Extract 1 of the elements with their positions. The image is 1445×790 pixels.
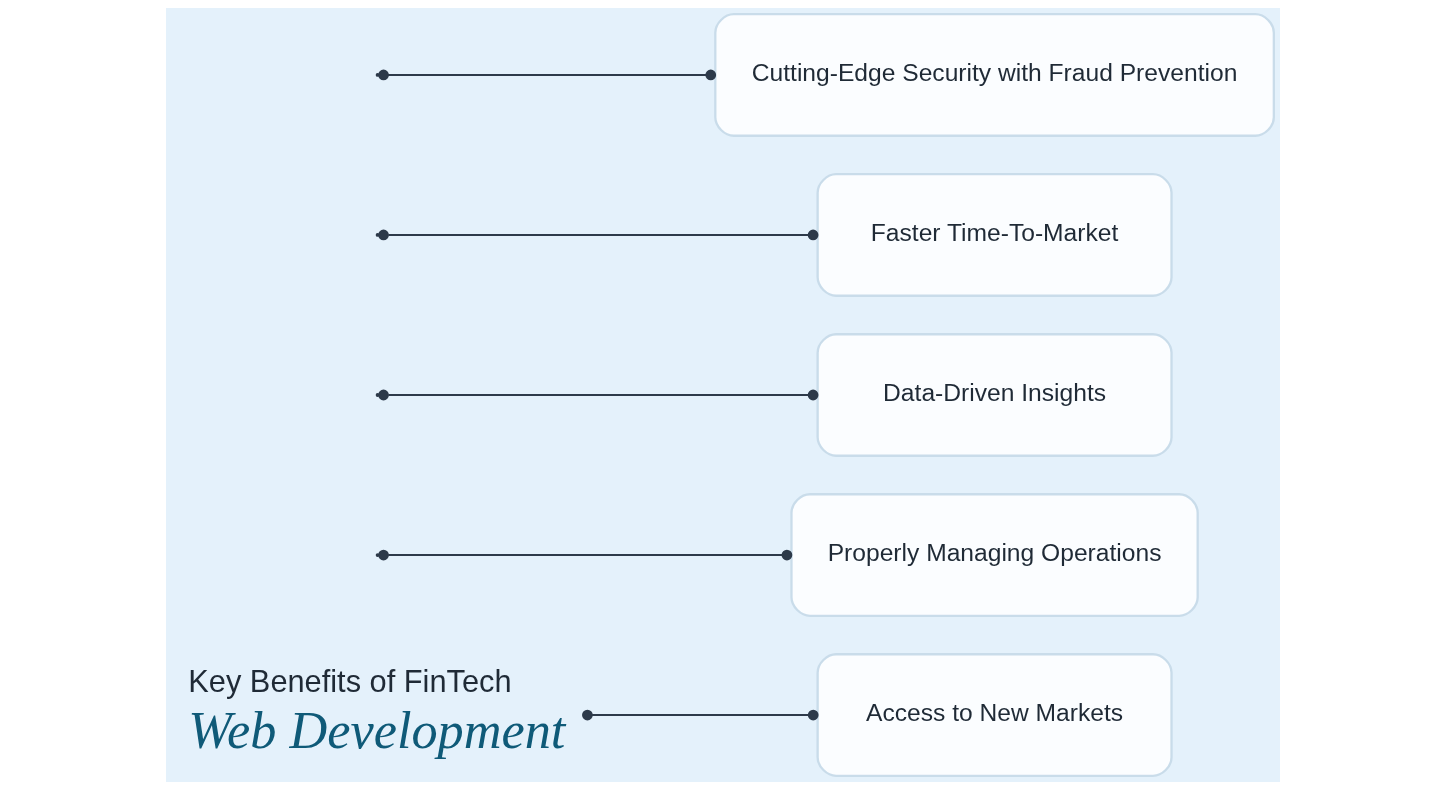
node-text: Key Benefits of FinTech Web Development: [187, 663, 565, 759]
